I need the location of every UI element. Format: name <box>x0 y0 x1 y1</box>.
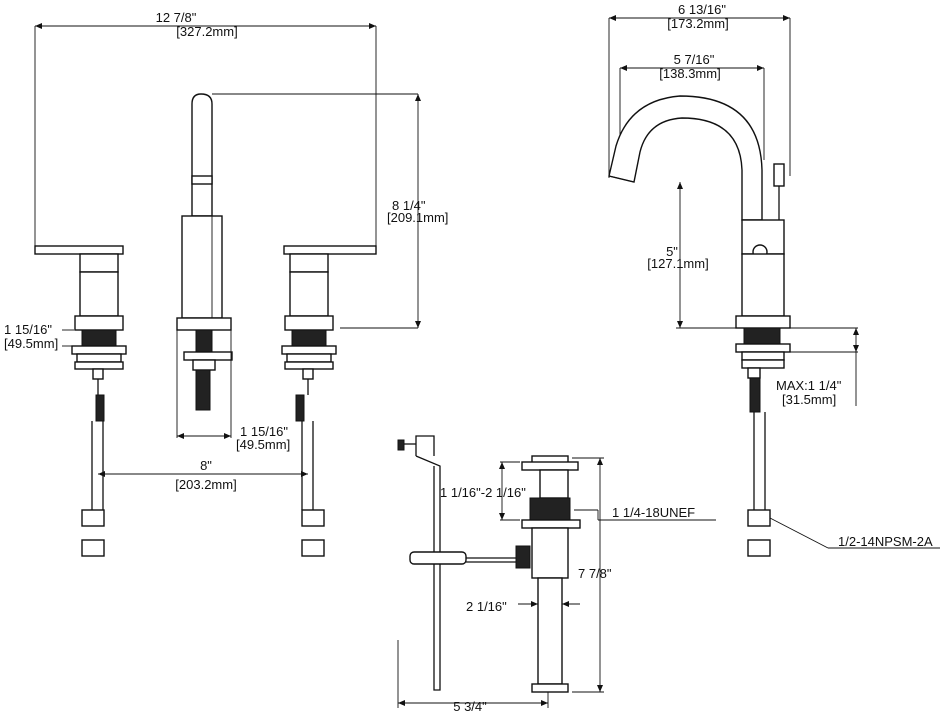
drain-height: 7 7/8" <box>578 566 612 581</box>
max-deck-metric: [31.5mm] <box>782 392 836 407</box>
spout-reach-imperial: 5 7/16" <box>674 52 715 67</box>
center-spread-metric: [203.2mm] <box>175 477 236 492</box>
spout-base-imperial: 1 15/16" <box>240 424 288 439</box>
handle-base-imperial: 1 15/16" <box>4 322 52 337</box>
drain-offset: 2 1/16" <box>466 599 507 614</box>
spread-width-imperial: 12 7/8" <box>156 10 197 25</box>
rod-length: 5 3/4" <box>453 699 487 713</box>
spout-height-imperial: 8 1/4" <box>392 198 426 213</box>
drain-view: 1 1/16"-2 1/16" 1 1/4-18UNEF 7 7/8" 2 1/… <box>397 435 716 713</box>
drain-thread-range: 1 1/16"-2 1/16" <box>440 485 526 500</box>
spout-height-metric: [209.1mm] <box>387 210 448 225</box>
left-handle <box>34 245 127 557</box>
spout-reach-metric: [138.3mm] <box>659 66 720 81</box>
spout-clearance-imperial: 5" <box>666 244 678 259</box>
center-spout <box>176 93 421 439</box>
max-deck-imperial: MAX:1 1/4" <box>776 378 842 393</box>
spout-base-metric: [49.5mm] <box>236 437 290 452</box>
spout-clearance-metric: [127.1mm] <box>647 256 708 271</box>
side-view: 6 13/16" [173.2mm] 5 7/16" [138.3mm] <box>608 2 940 557</box>
front-view: 12 7/8" [327.2mm] <box>4 10 448 557</box>
side-depth-metric: [173.2mm] <box>667 16 728 31</box>
right-handle <box>281 245 377 557</box>
supply-thread-label: 1/2-14NPSM-2A <box>838 534 933 549</box>
spread-width-metric: [327.2mm] <box>176 24 237 39</box>
side-depth-imperial: 6 13/16" <box>678 2 726 17</box>
drain-thread-label: 1 1/4-18UNEF <box>612 505 695 520</box>
center-spread-imperial: 8" <box>200 458 212 473</box>
handle-base-metric: [49.5mm] <box>4 336 58 351</box>
